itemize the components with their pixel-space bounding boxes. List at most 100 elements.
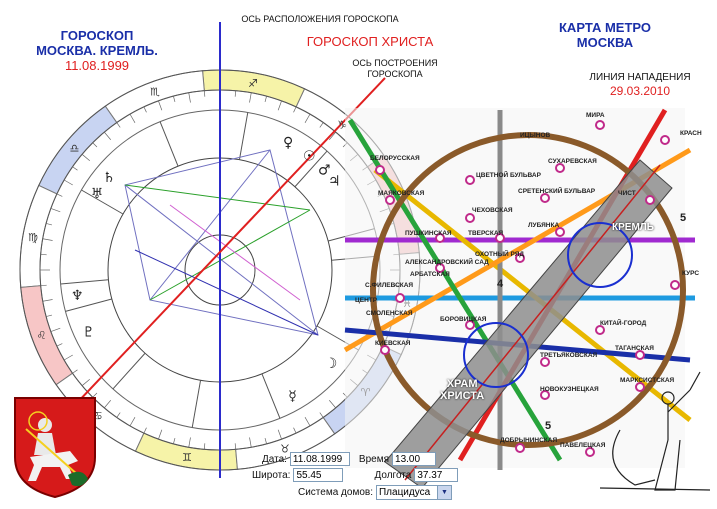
degree-tick bbox=[329, 131, 336, 140]
house-cusp bbox=[294, 150, 328, 188]
station-markers bbox=[375, 120, 680, 457]
moscow-coat-of-arms-icon bbox=[14, 397, 96, 499]
station-kopolz: ИЦЫНОВ bbox=[520, 132, 551, 139]
degree-tick bbox=[277, 429, 282, 440]
station-dot bbox=[585, 447, 595, 457]
metro-ring-line bbox=[370, 132, 686, 448]
aspect-line-green-1 bbox=[124, 184, 311, 211]
degree-tick bbox=[173, 96, 176, 103]
red-axis bbox=[74, 77, 386, 406]
degree-tick bbox=[63, 179, 73, 186]
station-dobryninskaya: ДОБРЫНИНСКАЯ bbox=[500, 437, 558, 444]
station-dot bbox=[645, 195, 655, 205]
station-borovitskaya: БОРОВИЦКАЯ bbox=[440, 316, 487, 323]
latitude-input[interactable] bbox=[293, 468, 344, 482]
station-pushkinskaya: ПУШКИНСКАЯ bbox=[405, 230, 452, 237]
zodiac-sign-icon: ♐ bbox=[248, 77, 258, 90]
coords-row: Широта: Долгота bbox=[252, 468, 459, 482]
archer-figure-icon bbox=[599, 371, 711, 491]
degree-tick bbox=[116, 412, 121, 418]
degree-tick bbox=[304, 113, 311, 123]
house-system-select[interactable]: Плацидуса ▼ bbox=[375, 485, 452, 500]
aspect-line-magenta bbox=[169, 204, 301, 301]
aspect-line-blue-3 bbox=[134, 249, 319, 336]
degree-tick bbox=[116, 122, 121, 128]
station-sofiyskaya: С.ФИЛЕВСКАЯ bbox=[365, 282, 414, 289]
station-mira: МИРА bbox=[586, 112, 605, 119]
degree-tick bbox=[293, 427, 297, 434]
degree-tick bbox=[188, 92, 191, 103]
left-title-date: 11.08.1999 bbox=[64, 58, 130, 73]
date-input[interactable] bbox=[289, 452, 350, 466]
axis-build-title: ОСЬ ПОСТРОЕНИЯ ГОРОСКОПА bbox=[340, 58, 450, 80]
aspect-line-green-2 bbox=[149, 209, 311, 301]
longitude-input[interactable] bbox=[414, 468, 459, 482]
station-krasn: КРАСН bbox=[680, 130, 702, 137]
station-dot bbox=[635, 350, 645, 360]
station-dot bbox=[465, 213, 475, 223]
station-dot bbox=[540, 390, 550, 400]
house-cusp bbox=[238, 112, 249, 160]
house-cusp bbox=[261, 373, 281, 419]
station-dot bbox=[595, 325, 605, 335]
time-input[interactable] bbox=[392, 452, 437, 466]
degree-tick bbox=[129, 113, 136, 123]
degree-tick bbox=[63, 354, 73, 361]
planet-icon: ♀ bbox=[283, 135, 293, 151]
station-tverskaya: ТВЕРСКАЯ bbox=[468, 230, 504, 237]
degree-tick bbox=[249, 92, 252, 103]
degree-tick bbox=[72, 166, 78, 171]
degree-tick bbox=[234, 90, 237, 97]
attack-line bbox=[404, 164, 661, 481]
right-title-line2: МОСКВА bbox=[576, 35, 634, 50]
planet-icon: ♆ bbox=[71, 288, 84, 304]
attack-line-date: 29.03.2010 bbox=[609, 84, 671, 98]
station-dot bbox=[670, 280, 680, 290]
station-kitay: КИТАЙ-ГОРОД bbox=[600, 320, 647, 327]
station-dot bbox=[465, 320, 475, 330]
aspect-line-blue-2 bbox=[149, 149, 271, 301]
house-system-value: Плацидуса bbox=[378, 487, 431, 498]
chevron-down-icon[interactable]: ▼ bbox=[436, 486, 451, 499]
station-lubyanka: ЛУБЯНКА bbox=[528, 222, 560, 229]
station-dot bbox=[395, 293, 405, 303]
station-dot bbox=[385, 195, 395, 205]
line-number-5-bottom: 5 bbox=[545, 420, 552, 432]
degree-tick bbox=[319, 412, 324, 418]
zodiac-sign-icon: ♊ bbox=[182, 451, 192, 464]
left-title-line1: ГОРОСКОП bbox=[60, 28, 134, 43]
satellite-strip bbox=[385, 160, 672, 488]
temple-label-line2: ХРИСТА bbox=[440, 390, 485, 402]
house-system-row: Система домов: Плацидуса ▼ bbox=[298, 485, 452, 500]
degree-tick bbox=[56, 343, 63, 347]
station-belorusskaya: БЕЛОРУССКАЯ bbox=[370, 155, 420, 162]
degree-tick bbox=[203, 90, 206, 97]
station-kievskaya: КИЕВСКАЯ bbox=[375, 340, 411, 347]
degree-tick bbox=[46, 314, 53, 317]
degree-tick bbox=[304, 417, 311, 427]
degree-tick bbox=[46, 223, 53, 226]
degree-tick bbox=[92, 392, 98, 398]
planet-icon: ☉ bbox=[303, 149, 316, 165]
house-cusp bbox=[191, 380, 202, 428]
degree-tick bbox=[249, 437, 252, 448]
degree-tick bbox=[92, 142, 98, 148]
degree-tick bbox=[104, 131, 111, 140]
degree-tick bbox=[329, 400, 336, 409]
horoscope-christ-title: ГОРОСКОП ХРИСТА bbox=[306, 34, 434, 49]
degree-tick bbox=[81, 154, 90, 161]
station-dot bbox=[380, 345, 390, 355]
date-row: Дата: Время bbox=[262, 452, 437, 466]
house-cusp bbox=[65, 298, 112, 312]
station-paveletskaya: ПАВЕЛЕЦКАЯ bbox=[560, 442, 606, 449]
metro-line-green bbox=[347, 118, 563, 462]
aspect-lines bbox=[124, 149, 319, 336]
station-dot bbox=[465, 175, 475, 185]
right-title-line1: КАРТА МЕТРО bbox=[559, 20, 651, 35]
station-dot bbox=[515, 443, 525, 453]
house-cusp bbox=[112, 352, 146, 390]
station-tsentr: ЦЕНТР bbox=[355, 297, 378, 304]
zodiac-sign-icon: ♉ bbox=[280, 443, 290, 456]
station-dot bbox=[595, 120, 605, 130]
